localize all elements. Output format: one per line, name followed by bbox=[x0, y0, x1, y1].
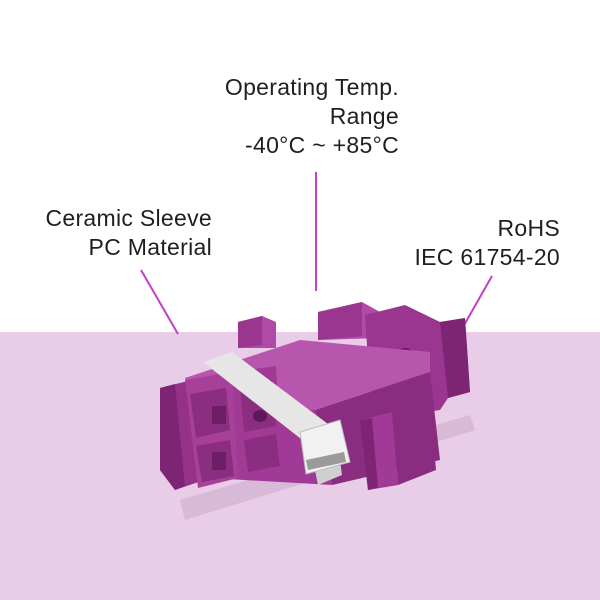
clip-band bbox=[203, 352, 336, 446]
callout-standards-line1: RoHS bbox=[497, 215, 560, 241]
sc-duplex-fiber-adapter-icon bbox=[160, 302, 475, 520]
callout-material-line1: Ceramic Sleeve bbox=[45, 205, 212, 231]
leader-line-material bbox=[140, 269, 179, 335]
callout-temperature-line2: Range bbox=[329, 103, 399, 129]
callout-temperature-line3: -40°C ~ +85°C bbox=[245, 132, 399, 158]
callout-standards: RoHS IEC 61754-20 bbox=[414, 214, 560, 272]
callout-material-line2: PC Material bbox=[88, 234, 212, 260]
callout-material: Ceramic Sleeve PC Material bbox=[45, 204, 212, 262]
callout-temperature: Operating Temp. Range -40°C ~ +85°C bbox=[225, 73, 399, 160]
callout-standards-line2: IEC 61754-20 bbox=[414, 244, 560, 270]
callout-temperature-line1: Operating Temp. bbox=[224, 74, 399, 100]
